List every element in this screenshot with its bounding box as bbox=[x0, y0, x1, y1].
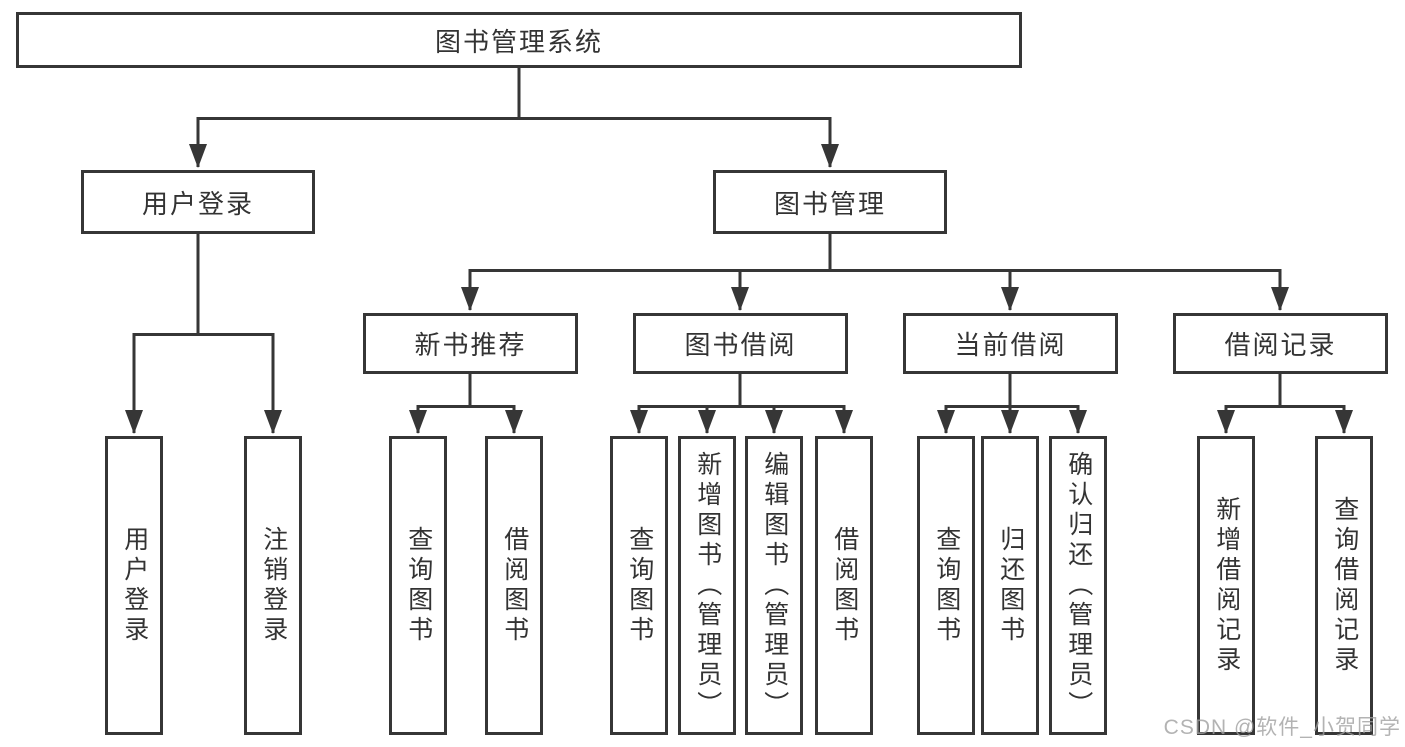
leaf-borrow-books-recommendation: 借阅图书 bbox=[485, 436, 543, 735]
node-label: 确认归还（管理员） bbox=[1064, 450, 1093, 721]
node-label: 用户登录 bbox=[120, 525, 149, 646]
node-label: 查询图书 bbox=[404, 525, 433, 646]
node-label: 借阅记录 bbox=[1224, 330, 1337, 360]
node-label: 借阅图书 bbox=[830, 525, 859, 646]
leaf-query-borrowing-record: 查询借阅记录 bbox=[1315, 436, 1373, 735]
node-label: 图书管理系统 bbox=[434, 26, 603, 57]
node-label: 查询图书 bbox=[625, 525, 654, 646]
node-user-login: 用户登录 bbox=[81, 170, 315, 234]
leaf-add-books-admin: 新增图书（管理员） bbox=[678, 436, 736, 735]
leaf-add-borrowing-record: 新增借阅记录 bbox=[1197, 436, 1255, 735]
leaf-edit-books-admin: 编辑图书（管理员） bbox=[745, 436, 803, 735]
leaf-user-login: 用户登录 bbox=[105, 436, 163, 735]
node-book-borrowing: 图书借阅 bbox=[633, 313, 848, 374]
node-library-management-system: 图书管理系统 bbox=[16, 12, 1022, 68]
node-label: 查询图书 bbox=[932, 525, 961, 646]
leaf-query-books-recommendation: 查询图书 bbox=[389, 436, 447, 735]
node-current-borrowing: 当前借阅 bbox=[903, 313, 1118, 374]
node-book-management: 图书管理 bbox=[713, 170, 947, 234]
csdn-watermark: CSDN @软件_小贺同学 bbox=[1163, 716, 1401, 739]
node-label: 当前借阅 bbox=[954, 330, 1067, 360]
leaf-borrow-books: 借阅图书 bbox=[815, 436, 873, 735]
node-label: 编辑图书（管理员） bbox=[760, 450, 789, 721]
node-label: 借阅图书 bbox=[500, 525, 529, 646]
node-label: 用户登录 bbox=[141, 188, 254, 219]
leaf-return-books: 归还图书 bbox=[981, 436, 1039, 735]
node-label: 新书推荐 bbox=[414, 330, 527, 360]
node-new-book-recommendation: 新书推荐 bbox=[363, 313, 578, 374]
node-label: 图书管理 bbox=[773, 188, 886, 219]
node-label: 归还图书 bbox=[996, 525, 1025, 646]
node-label: 注销登录 bbox=[259, 525, 288, 646]
node-label: 查询借阅记录 bbox=[1330, 495, 1359, 676]
leaf-query-books-borrowing: 查询图书 bbox=[610, 436, 668, 735]
node-label: 新增借阅记录 bbox=[1212, 495, 1241, 676]
node-label: 新增图书（管理员） bbox=[693, 450, 722, 721]
leaf-query-books-current: 查询图书 bbox=[917, 436, 975, 735]
leaf-logout: 注销登录 bbox=[244, 436, 302, 735]
leaf-confirm-return-admin: 确认归还（管理员） bbox=[1049, 436, 1107, 735]
node-borrowing-records: 借阅记录 bbox=[1173, 313, 1388, 374]
node-label: 图书借阅 bbox=[684, 330, 797, 360]
